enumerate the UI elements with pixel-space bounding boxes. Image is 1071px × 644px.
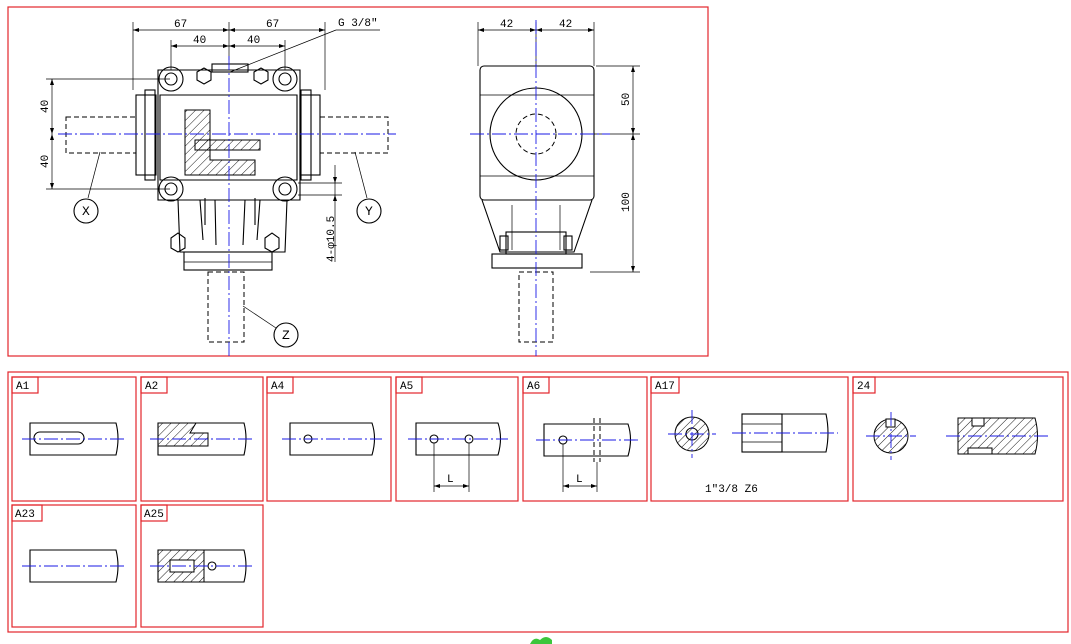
option-label: A5 <box>400 381 413 393</box>
option-a6: A6 L <box>522 376 648 502</box>
label-circle-x <box>73 198 99 224</box>
dim-40-left: 40 <box>193 35 206 47</box>
dim-40-upper: 40 <box>40 100 52 113</box>
option-label: A23 <box>15 509 35 521</box>
option-a5: A5 L <box>395 376 519 502</box>
dim-100: 100 <box>621 192 633 212</box>
dim-67-left: 67 <box>174 19 187 31</box>
dim-42-right: 42 <box>559 19 572 31</box>
option-a25: A25 <box>140 504 264 628</box>
option-a17: A17 1"3/8 Z6 <box>650 376 849 502</box>
dim-42-left: 42 <box>500 19 513 31</box>
hole-note: 4-φ10.5 <box>326 216 338 262</box>
option-a1: A1 <box>11 376 137 502</box>
shaft-options-frame <box>7 371 1069 633</box>
option-a4: A4 <box>266 376 392 502</box>
dim-40-right: 40 <box>247 35 260 47</box>
option-a23: A23 <box>11 504 137 628</box>
dim-50: 50 <box>621 93 633 106</box>
option-a2: A2 <box>140 376 264 502</box>
option-label: A1 <box>16 381 30 393</box>
dim-l: L <box>576 474 583 486</box>
option-label: A25 <box>144 509 164 521</box>
spline-note: 1"3/8 Z6 <box>705 484 758 496</box>
thread-note: G 3/8" <box>338 18 378 30</box>
option-24: 24 <box>852 376 1064 502</box>
label-circle-y <box>356 198 382 224</box>
option-label: A2 <box>145 381 158 393</box>
side-view: 42 42 50 100 <box>470 19 640 356</box>
label-circle-z <box>273 322 299 348</box>
views-frame <box>7 6 709 357</box>
option-label: A6 <box>527 381 540 393</box>
dim-40-lower: 40 <box>40 155 52 168</box>
option-label: 24 <box>857 381 871 393</box>
front-view: 67 67 40 40 G 3/8" 40 40 <box>40 18 396 356</box>
label-y: Y <box>365 204 373 219</box>
option-label: A4 <box>271 381 285 393</box>
label-z: Z <box>282 328 290 343</box>
dim-l: L <box>447 474 454 486</box>
logo-mark <box>530 637 552 644</box>
option-label: A17 <box>655 381 675 393</box>
label-x: X <box>82 204 90 219</box>
dim-67-right: 67 <box>266 19 279 31</box>
